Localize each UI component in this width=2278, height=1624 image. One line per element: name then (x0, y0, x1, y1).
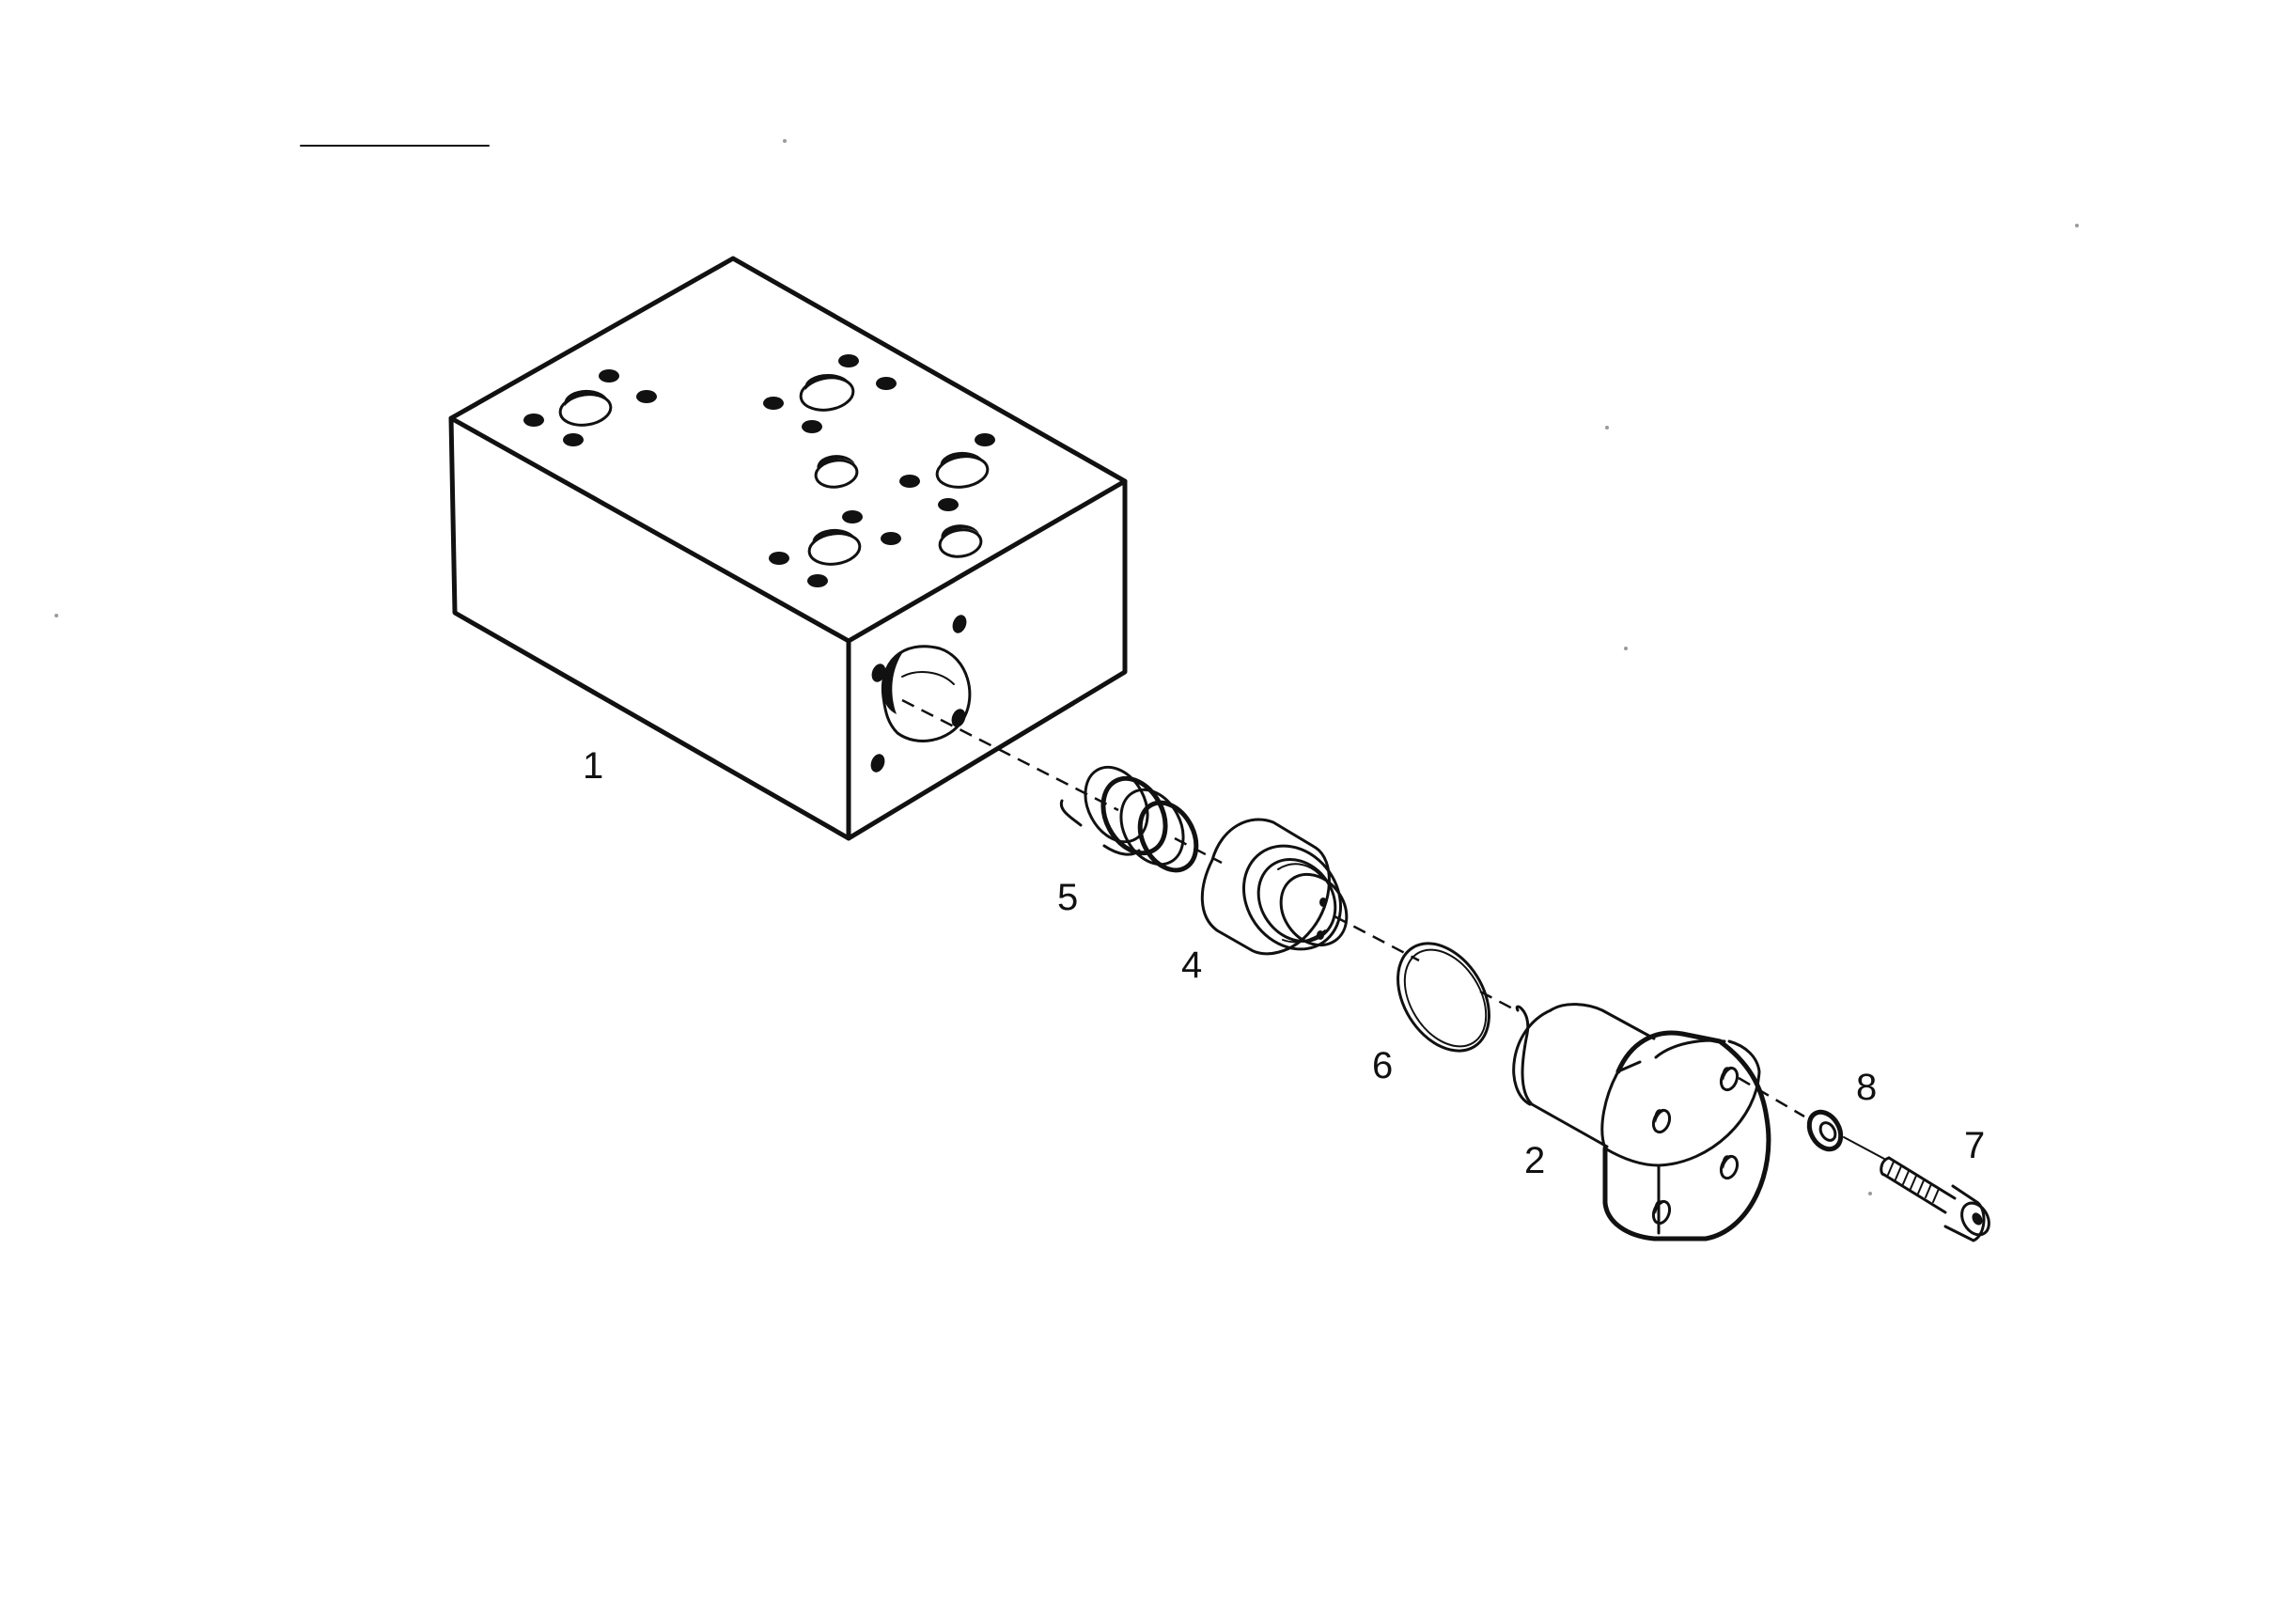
housing-block (448, 256, 1128, 841)
callout-o-ring: 6 (1372, 1045, 1393, 1086)
scan-specks (55, 139, 2079, 1195)
callout-piston: 4 (1181, 945, 1202, 986)
callout-spring: 5 (1057, 877, 1078, 918)
callout-washer: 8 (1856, 1067, 1877, 1108)
screw (1880, 1156, 1990, 1242)
spring (1059, 765, 1199, 873)
callout-housing-block: 1 (583, 745, 603, 787)
assembly-axis (901, 698, 1885, 1160)
cover-flange (1512, 1003, 1771, 1241)
callout-screw: 7 (1964, 1125, 1985, 1166)
callouts: 1 2 4 5 6 7 8 (583, 745, 1985, 1181)
callout-cover-flange: 2 (1524, 1140, 1545, 1181)
piston (1200, 818, 1349, 956)
washer (1806, 1109, 1844, 1152)
o-ring (1396, 942, 1490, 1053)
